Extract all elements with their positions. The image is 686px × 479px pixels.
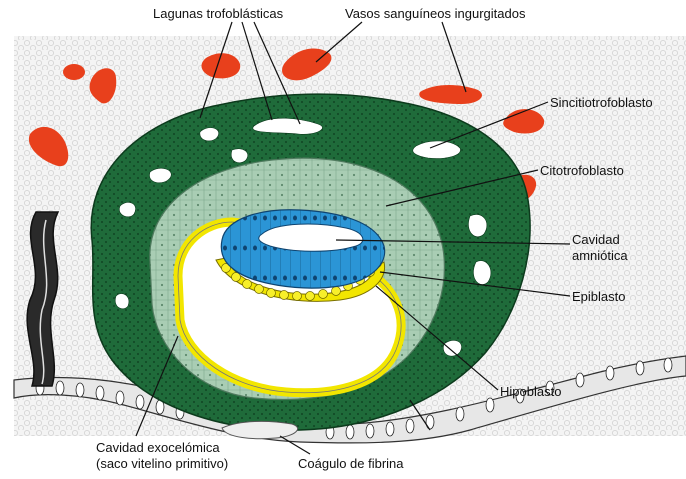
amniotic-cavity [259,224,363,251]
label-hipoblasto: Hipoblasto [500,384,561,399]
fibrin-clot [222,421,298,438]
label-vasos-sanguineos: Vasos sanguíneos ingurgitados [345,6,525,21]
label-cavidad-exocelomica-2: (saco vitelino primitivo) [96,456,228,471]
label-coagulo-de-fibrina: Coágulo de fibrina [298,456,404,471]
label-cavidad-amniotica-1: Cavidad [572,232,620,247]
label-cavidad-exocelomica-1: Cavidad exocelómica [96,440,220,455]
label-citotrofoblasto: Citotrofoblasto [540,163,624,178]
label-sincitiotrofoblasto: Sincitiotrofoblasto [550,95,653,110]
label-epiblasto: Epiblasto [572,289,625,304]
label-lagunas-trofoblasticas: Lagunas trofoblásticas [153,6,283,21]
label-cavidad-amniotica-2: amniótica [572,248,628,263]
